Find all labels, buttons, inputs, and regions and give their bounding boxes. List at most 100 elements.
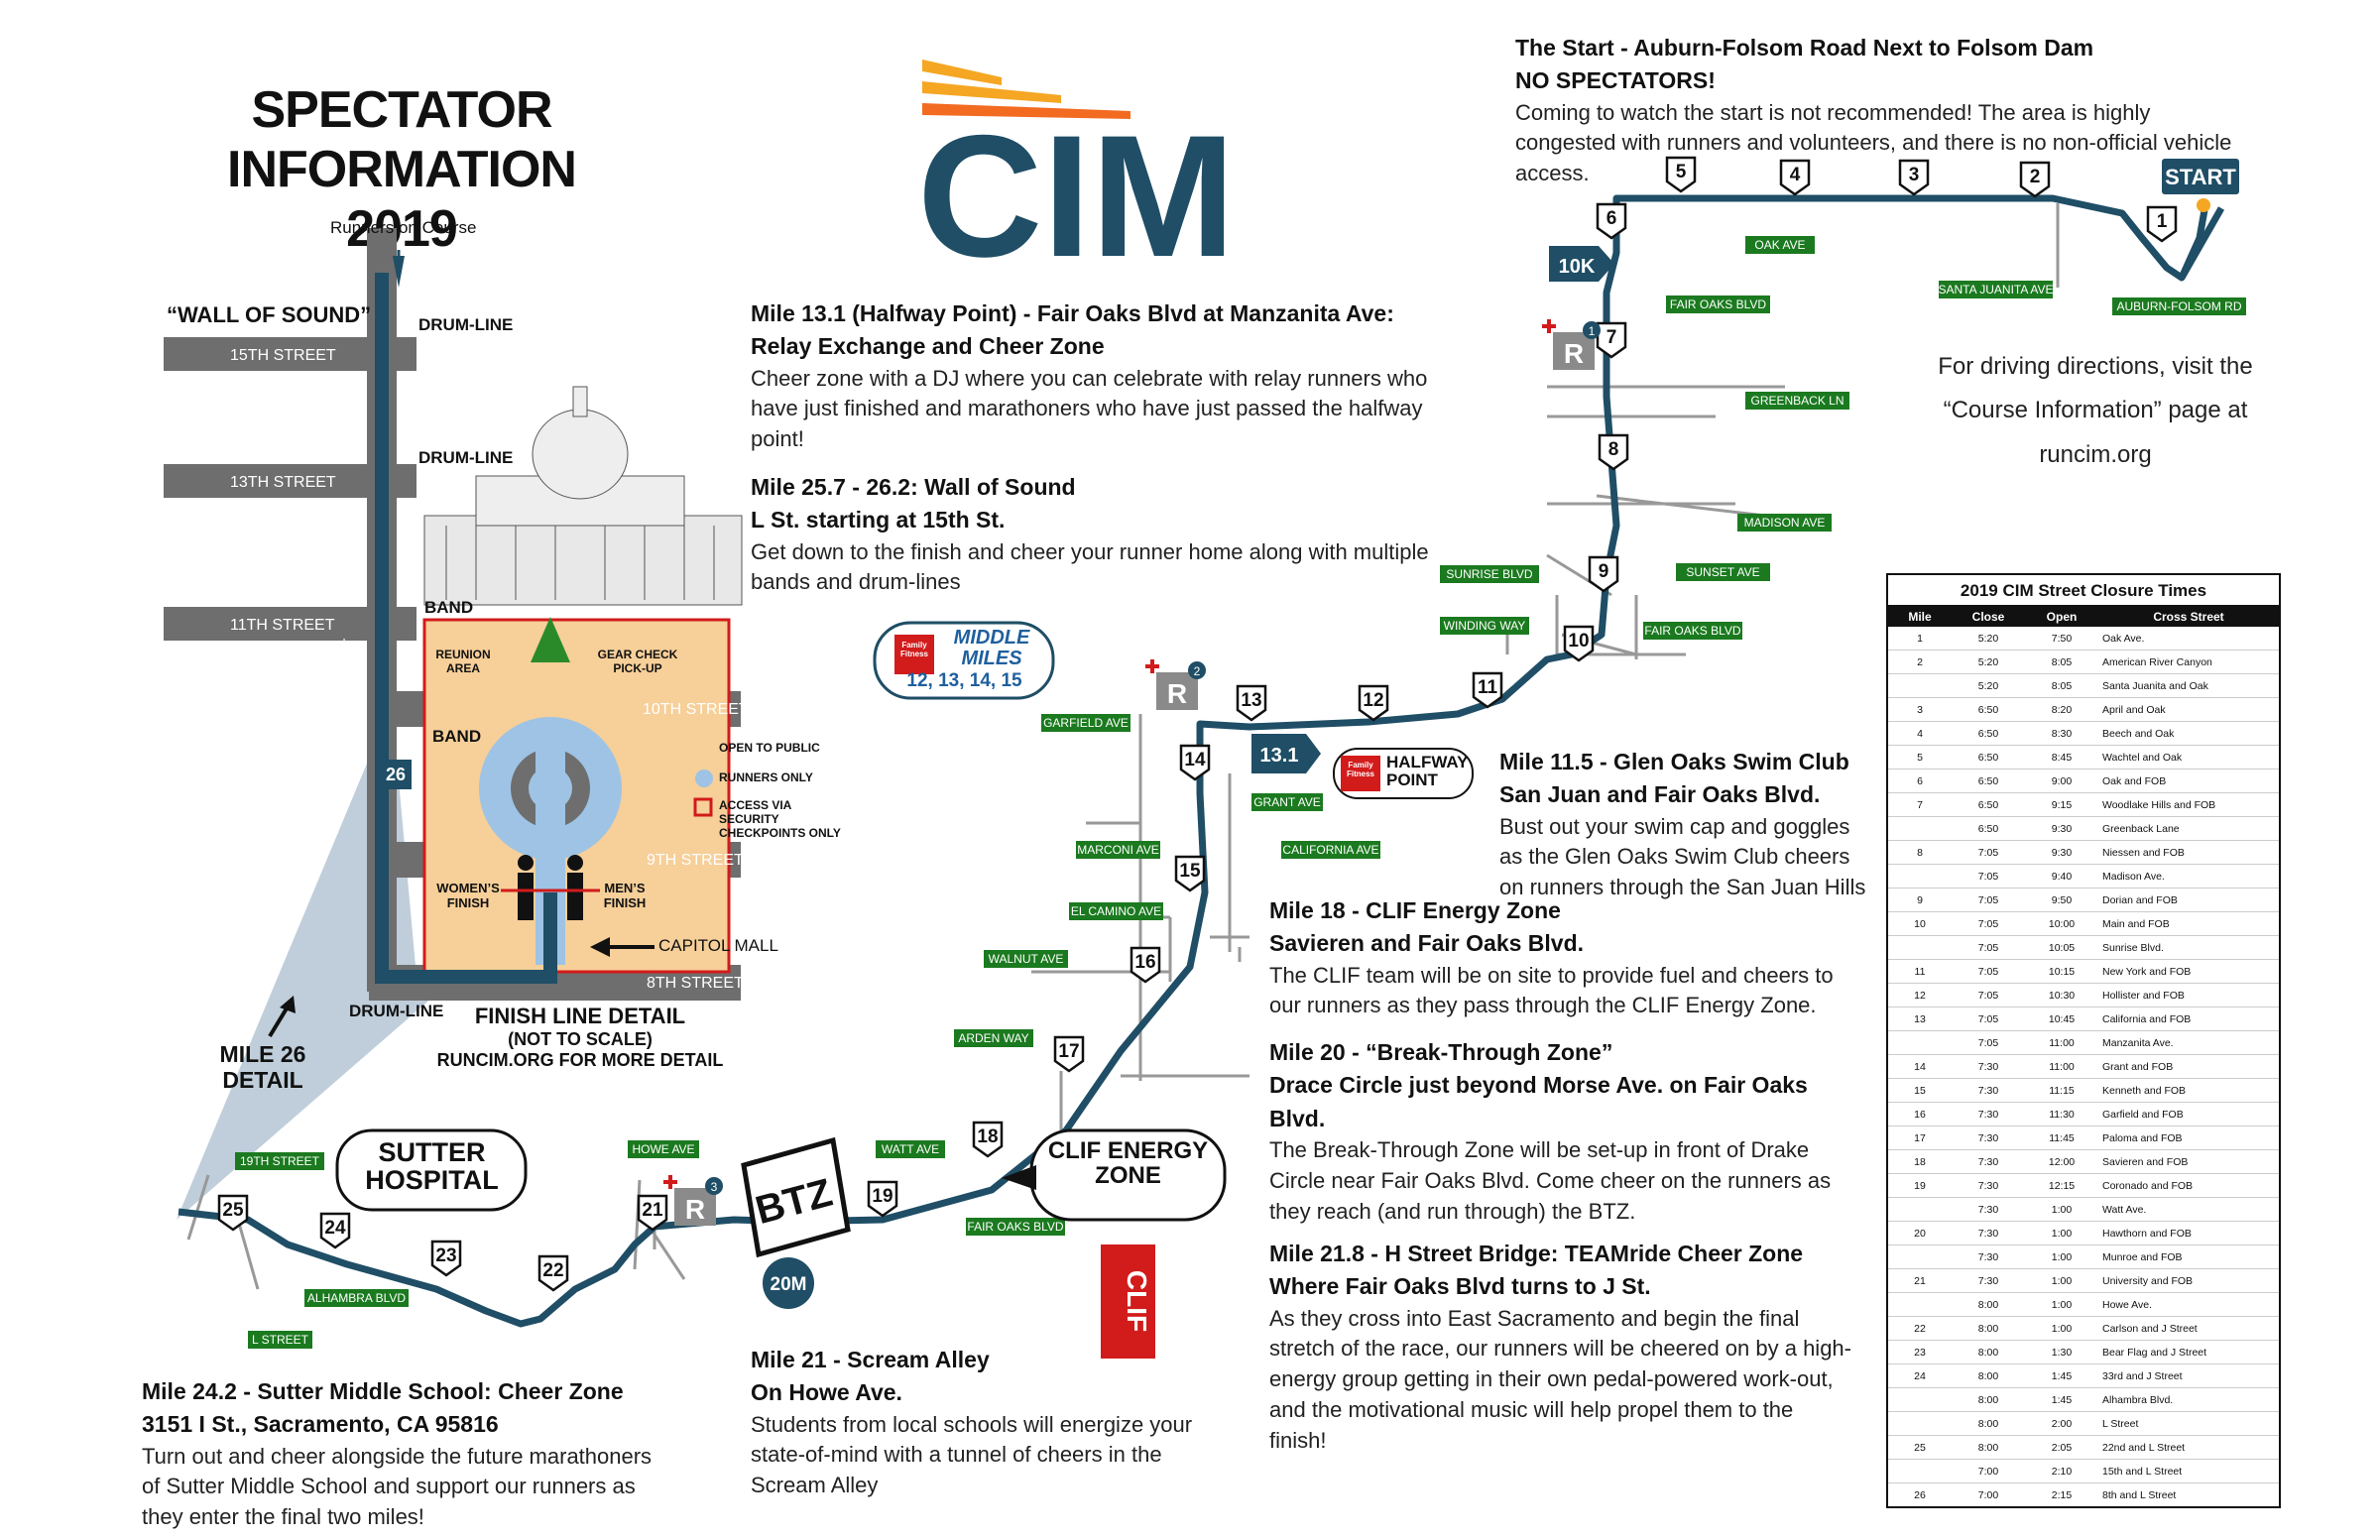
mile-marker: 2 bbox=[2019, 161, 2051, 198]
cell-close: 7:30 bbox=[1952, 1221, 2025, 1245]
cell-open: 1:30 bbox=[2025, 1340, 2098, 1364]
cell-cross-street: Kenneth and FOB bbox=[2098, 1078, 2280, 1103]
street-15th: 15TH STREET bbox=[230, 347, 336, 364]
relay-icon-3: R 3 bbox=[663, 1175, 723, 1226]
svg-text:2: 2 bbox=[1194, 664, 1201, 678]
badge-halfway: 13.1 bbox=[1251, 734, 1321, 773]
halfway-point-text: HALFWAY POINT bbox=[1386, 753, 1469, 789]
cell-open: 11:30 bbox=[2025, 1102, 2098, 1126]
cell-open: 11:00 bbox=[2025, 1054, 2098, 1079]
cell-cross-street: New York and FOB bbox=[2098, 959, 2280, 984]
info-mile257: Mile 25.7 - 26.2: Wall of Sound L St. st… bbox=[751, 474, 1429, 595]
runners-on-course-label: Runners on Course bbox=[330, 218, 477, 237]
svg-text:CLIF: CLIF bbox=[1122, 1270, 1152, 1332]
cell-open: 1:00 bbox=[2025, 1268, 2098, 1293]
cell-mile: 20 bbox=[1887, 1221, 1952, 1245]
cell-cross-street: 22nd and L Street bbox=[2098, 1435, 2280, 1460]
cell-open: 8:05 bbox=[2025, 673, 2098, 698]
mile-marker: 1 bbox=[2146, 205, 2178, 243]
cell-close: 7:05 bbox=[1952, 840, 2025, 865]
cell-cross-street: Coronado and FOB bbox=[2098, 1173, 2280, 1198]
mile-marker: 5 bbox=[1665, 156, 1697, 193]
middle-miles-title: MIDDLE MILES bbox=[953, 627, 1030, 669]
cell-close: 7:30 bbox=[1952, 1173, 2025, 1198]
street-11th: 11TH STREET bbox=[230, 617, 335, 634]
mile-marker: 10 bbox=[1563, 625, 1595, 662]
drum-line-1: DRUM-LINE bbox=[418, 315, 514, 334]
cell-cross-street: Grant and FOB bbox=[2098, 1054, 2280, 1079]
green-street-name: ALHAMBRA BLVD bbox=[307, 1291, 406, 1305]
cell-open: 8:30 bbox=[2025, 721, 2098, 746]
cell-mile: 9 bbox=[1887, 888, 1952, 912]
cell-cross-street: 8th and L Street bbox=[2098, 1482, 2280, 1508]
cell-close: 7:05 bbox=[1952, 983, 2025, 1007]
womens-finish-label: WOMEN’S FINISH bbox=[436, 881, 500, 910]
mile-marker-number: 18 bbox=[977, 1126, 998, 1147]
cell-mile bbox=[1887, 673, 1952, 698]
mile-marker-number: 11 bbox=[1478, 677, 1498, 698]
green-street-name: GRANT AVE bbox=[1253, 795, 1321, 809]
cell-cross-street: Garfield and FOB bbox=[2098, 1102, 2280, 1126]
cell-open: 9:15 bbox=[2025, 792, 2098, 817]
title-line-2: 2019 bbox=[346, 199, 458, 258]
cell-mile: 24 bbox=[1887, 1363, 1952, 1388]
cell-mile: 12 bbox=[1887, 983, 1952, 1007]
green-street-name: SUNRISE BLVD bbox=[1446, 567, 1532, 581]
cell-cross-street: Oak and FOB bbox=[2098, 769, 2280, 793]
mile-marker-number: 7 bbox=[1606, 327, 1617, 348]
cell-close: 6:50 bbox=[1952, 745, 2025, 770]
capitol-mall-label: CAPITOL MALL bbox=[658, 936, 778, 955]
cell-open: 11:45 bbox=[2025, 1125, 2098, 1150]
band-label-2: BAND bbox=[432, 727, 482, 746]
cell-close: 7:05 bbox=[1952, 864, 2025, 888]
clif-logo: CLIF bbox=[1101, 1244, 1155, 1359]
street-9th: 9TH STREET bbox=[647, 852, 744, 869]
cell-close: 7:30 bbox=[1952, 1197, 2025, 1222]
sutter-hospital-text: SUTTER HOSPITAL bbox=[365, 1137, 499, 1196]
mile-marker-number: 14 bbox=[1184, 750, 1206, 770]
cell-open: 8:20 bbox=[2025, 697, 2098, 722]
cell-cross-street: Wachtel and Oak bbox=[2098, 745, 2280, 770]
col-mile: Mile bbox=[1887, 606, 1952, 627]
mile-marker: 14 bbox=[1179, 744, 1211, 781]
cell-cross-street: Howe Ave. bbox=[2098, 1292, 2280, 1317]
cell-open: 1:00 bbox=[2025, 1244, 2098, 1269]
cim-logo: CIM bbox=[917, 59, 1236, 294]
runners-arrow bbox=[393, 256, 405, 288]
cell-mile bbox=[1887, 816, 1952, 841]
cell-open: 12:15 bbox=[2025, 1173, 2098, 1198]
cell-mile: 19 bbox=[1887, 1173, 1952, 1198]
street-8th: 8TH STREET bbox=[647, 975, 744, 992]
mile-marker: 23 bbox=[430, 1240, 462, 1277]
cell-cross-street: L Street bbox=[2098, 1411, 2280, 1436]
green-street-sign: EL CAMINO AVE bbox=[1069, 902, 1163, 920]
cell-close: 8:00 bbox=[1952, 1340, 2025, 1364]
svg-text:13.1: 13.1 bbox=[1260, 745, 1299, 767]
cell-mile bbox=[1887, 935, 1952, 960]
svg-text:R: R bbox=[1167, 678, 1187, 709]
green-street-name: GREENBACK LN bbox=[1750, 394, 1844, 408]
christmas-tree-icon bbox=[531, 617, 570, 662]
drum-line-3: DRUM-LINE bbox=[349, 1002, 444, 1020]
cell-close: 8:00 bbox=[1952, 1316, 2025, 1341]
legend-security: ACCESS VIA SECURITY CHECKPOINTS ONLY bbox=[719, 798, 841, 840]
mile-marker-number: 9 bbox=[1599, 561, 1609, 582]
cell-mile: 7 bbox=[1887, 792, 1952, 817]
cell-cross-street: Alhambra Blvd. bbox=[2098, 1387, 2280, 1412]
green-street-sign: ARDEN WAY bbox=[954, 1029, 1033, 1047]
mile-marker: 24 bbox=[319, 1212, 351, 1249]
cell-cross-street: Beech and Oak bbox=[2098, 721, 2280, 746]
mile-marker: 13 bbox=[1236, 684, 1267, 722]
mile-marker-number: 22 bbox=[542, 1260, 563, 1281]
mile-marker: 6 bbox=[1596, 202, 1627, 240]
